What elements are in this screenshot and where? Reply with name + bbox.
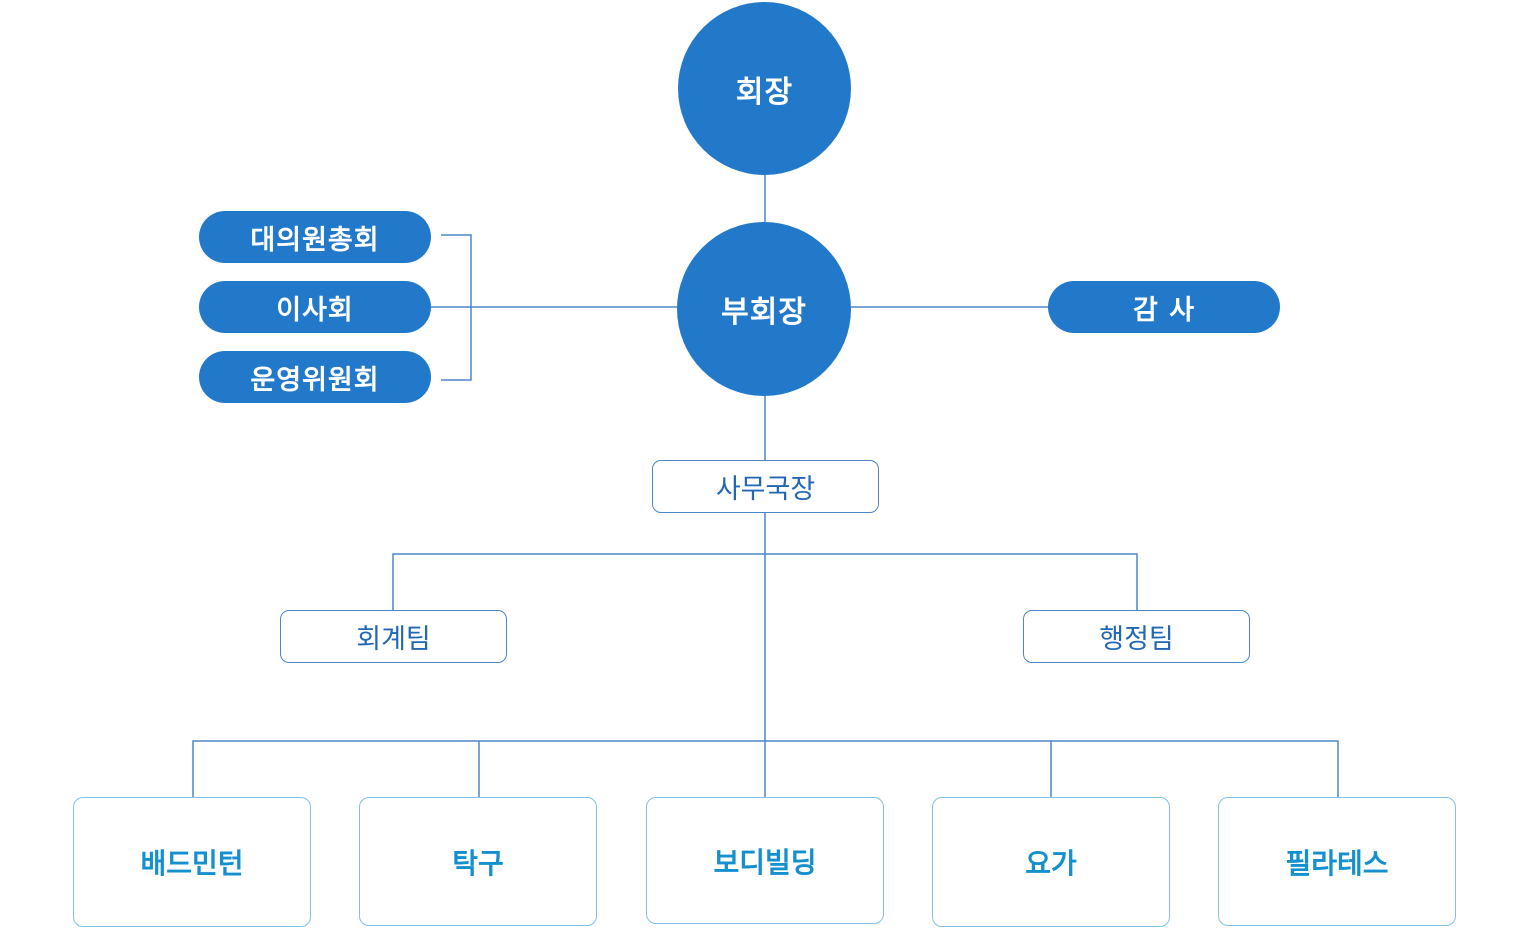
auditor-node: 감 사 (1048, 281, 1280, 333)
activity-bodybuilding: 보디빌딩 (646, 797, 884, 924)
activity-yoga: 요가 (932, 797, 1170, 927)
team-accounting: 회계팀 (280, 610, 507, 663)
council-steering-committee: 운영위원회 (199, 351, 431, 403)
councils-bracket (441, 234, 472, 381)
council-board-of-directors: 이사회 (199, 281, 431, 333)
activity-pilates: 필라테스 (1218, 797, 1456, 926)
council-general-assembly: 대의원총회 (199, 211, 431, 263)
team-administration: 행정팀 (1023, 610, 1250, 663)
vice-chairman-node: 부회장 (677, 222, 851, 396)
activities-branch (192, 740, 1339, 797)
secretary-general-node: 사무국장 (652, 460, 879, 513)
teams-branch (392, 553, 1138, 610)
chairman-node: 회장 (678, 2, 851, 175)
activity-table-tennis: 탁구 (359, 797, 597, 926)
activity-badminton: 배드민턴 (73, 797, 311, 927)
